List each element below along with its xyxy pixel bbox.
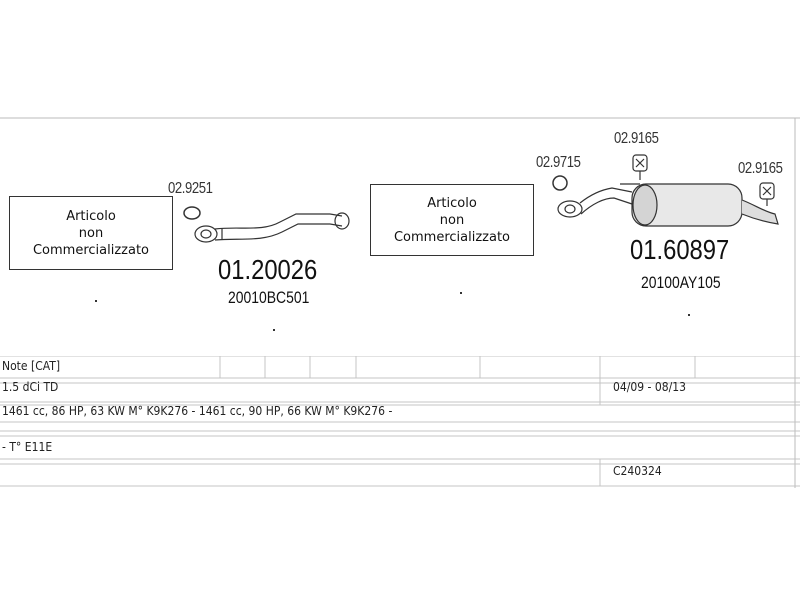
marker-dot <box>688 314 690 316</box>
part-2-oem-code: 20100AY105 <box>641 273 721 292</box>
box-2-line-1: Articolo <box>427 195 477 211</box>
gasket-ring-1 <box>183 206 201 220</box>
part-1-code: 01.20026 <box>218 254 318 285</box>
ref-cell: C240324 <box>613 464 662 478</box>
part-2-hanger-1-code: 02.9165 <box>614 130 659 147</box>
box-1-line-3: Commercializzato <box>32 242 150 258</box>
box-2-line-2: non <box>439 212 465 228</box>
gasket-ring-2 <box>552 175 568 191</box>
box-2-line-3: Commercializzato <box>393 229 511 245</box>
table-row-engine: 1.5 dCi TD 04/09 - 08/13 <box>0 378 800 402</box>
specs-cell: 1461 cc, 86 HP, 63 KW M° K9K276 - 1461 c… <box>2 404 393 418</box>
part-2-hanger-2-code: 02.9165 <box>738 160 783 177</box>
not-sold-box-1: Articolo non Commercializzato <box>9 196 173 270</box>
years-cell: 04/09 - 08/13 <box>613 380 687 394</box>
table-row-ref: C240324 <box>0 459 800 486</box>
part-1-oem-code: 20010BC501 <box>228 288 310 307</box>
table-grid <box>0 356 800 487</box>
table-row-note: Note [CAT] <box>0 356 800 378</box>
table-row-type: - T° E11E <box>0 436 800 459</box>
part-2-code: 01.60897 <box>630 234 730 265</box>
not-sold-box-2: Articolo non Commercializzato <box>370 184 534 256</box>
box-1-line-1: Articolo <box>66 208 116 224</box>
rubber-hanger-2 <box>759 182 775 206</box>
front-pipe-drawing <box>194 212 350 243</box>
table-row-specs: 1461 cc, 86 HP, 63 KW M° K9K276 - 1461 c… <box>0 402 800 424</box>
type-cell: - T° E11E <box>2 440 53 454</box>
rubber-hanger-1 <box>632 154 648 180</box>
part-2-gasket-code: 02.9715 <box>536 154 581 171</box>
marker-dot <box>95 300 97 302</box>
box-1-line-2: non <box>78 225 104 241</box>
part-1-gasket-code: 02.9251 <box>168 180 213 197</box>
marker-dot <box>460 292 462 294</box>
rear-silencer-drawing <box>557 183 779 227</box>
note-cell: Note [CAT] <box>2 359 61 373</box>
engine-cell: 1.5 dCi TD <box>2 380 59 394</box>
marker-dot <box>273 329 275 331</box>
